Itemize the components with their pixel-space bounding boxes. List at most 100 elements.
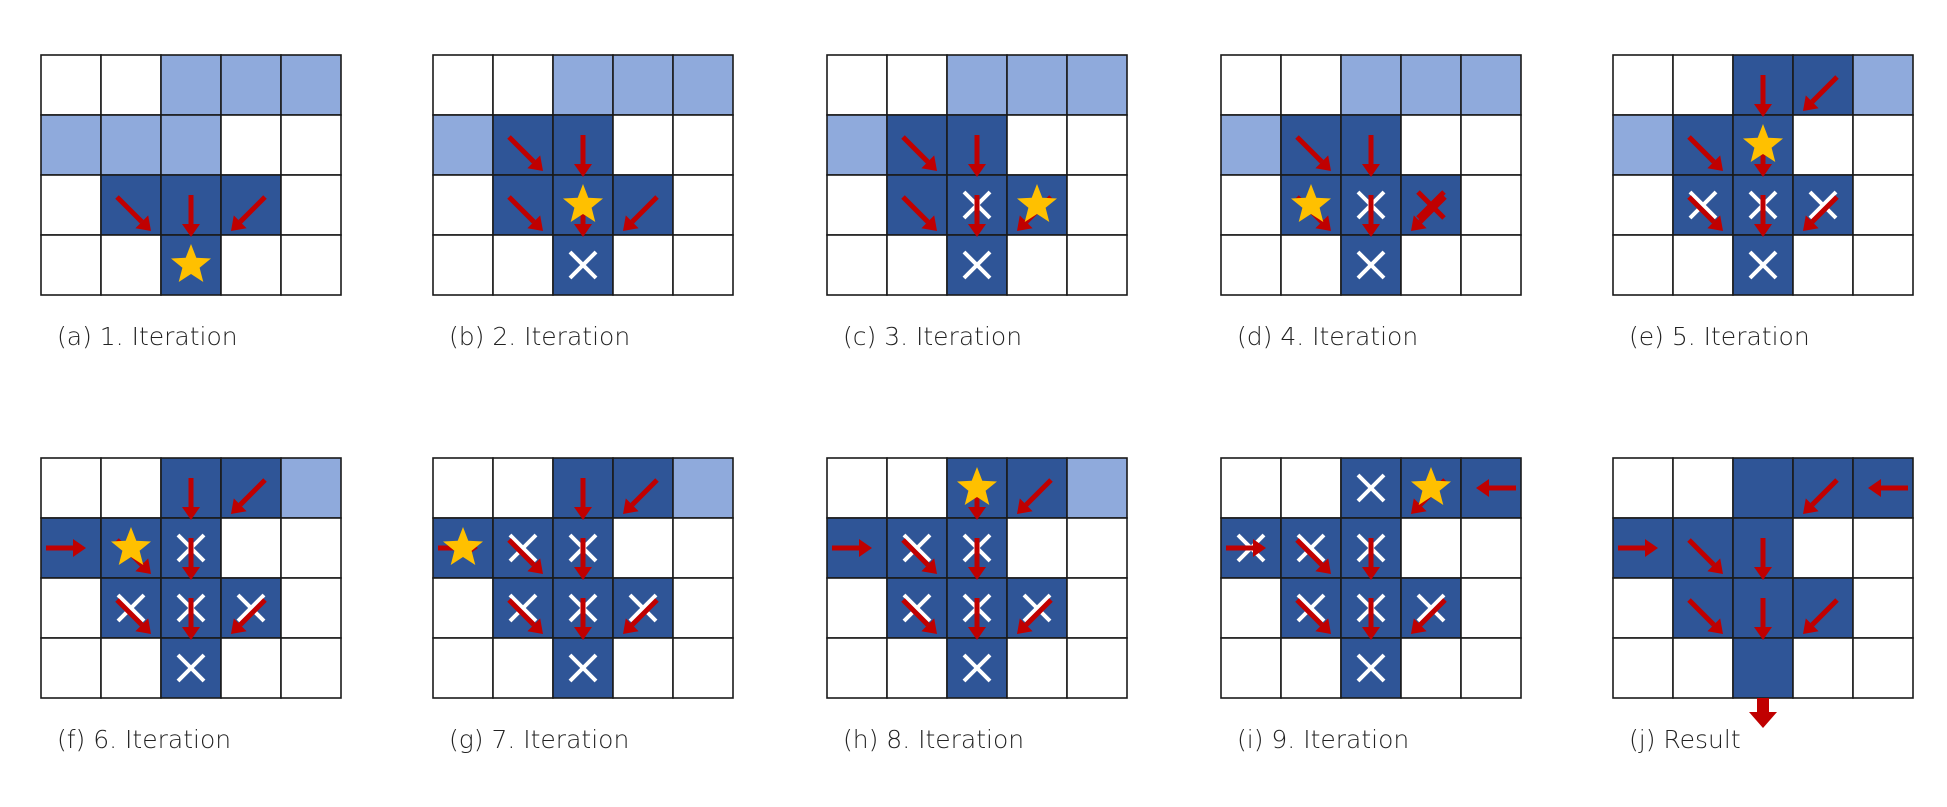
empty-cell xyxy=(1612,457,1674,519)
arrow-sw xyxy=(231,598,267,634)
empty-cell xyxy=(1066,577,1128,639)
empty-cell xyxy=(886,234,948,296)
dark-cell xyxy=(1732,637,1794,699)
dark-cell xyxy=(886,114,948,176)
empty-cell xyxy=(1006,114,1068,176)
empty-cell xyxy=(220,234,282,296)
empty-cell xyxy=(1006,637,1068,699)
arrow-s xyxy=(968,598,986,640)
empty-cell xyxy=(432,457,494,519)
star-icon xyxy=(443,527,483,565)
cross-mark xyxy=(628,593,658,623)
arrow-e xyxy=(1618,539,1658,557)
light-cell xyxy=(40,114,102,176)
arrow-se xyxy=(1687,195,1723,231)
panel-b: (b) 2. Iteration xyxy=(432,54,743,375)
arrow-e xyxy=(1226,539,1266,557)
empty-cell xyxy=(886,457,948,519)
light-cell xyxy=(220,54,282,116)
arrow-se xyxy=(901,135,937,171)
panel-caption: (d) 4. Iteration xyxy=(1237,322,1419,351)
dark-cell xyxy=(1672,114,1734,176)
panel-caption: (g) 7. Iteration xyxy=(449,725,630,754)
arrow-s xyxy=(968,538,986,580)
arrow-sw xyxy=(623,478,659,514)
light-cell xyxy=(280,54,342,116)
dark-cell xyxy=(1280,114,1342,176)
empty-cell xyxy=(40,234,102,296)
light-cell xyxy=(160,54,222,116)
empty-cell xyxy=(1460,577,1522,639)
arrow-se xyxy=(901,195,937,231)
arrow-s xyxy=(182,598,200,640)
cross-mark xyxy=(1356,473,1386,503)
cross-mark xyxy=(1748,250,1778,280)
empty-cell xyxy=(612,637,674,699)
dark-cell xyxy=(1672,517,1734,579)
empty-cell xyxy=(672,114,734,176)
empty-cell xyxy=(1612,234,1674,296)
arrow-s xyxy=(574,478,592,520)
empty-cell xyxy=(280,234,342,296)
empty-cell xyxy=(1852,114,1914,176)
cross-mark xyxy=(962,250,992,280)
empty-cell xyxy=(886,637,948,699)
empty-cell xyxy=(1852,234,1914,296)
empty-cell xyxy=(1672,234,1734,296)
arrow-se xyxy=(507,598,543,634)
panel-d: (d) 4. Iteration xyxy=(1220,54,1531,375)
empty-cell xyxy=(1852,517,1914,579)
empty-cell xyxy=(1460,517,1522,579)
empty-cell xyxy=(432,174,494,236)
cross-mark xyxy=(508,533,538,563)
panel-g: (g) 7. Iteration xyxy=(432,457,743,778)
empty-cell xyxy=(826,54,888,116)
grid-diagram xyxy=(1220,54,1522,296)
cross-mark xyxy=(1296,533,1326,563)
empty-cell xyxy=(1066,637,1128,699)
panel-i: (i) 9. Iteration xyxy=(1220,457,1531,778)
empty-cell xyxy=(1400,234,1462,296)
empty-cell xyxy=(672,517,734,579)
light-cell xyxy=(100,114,162,176)
light-cell xyxy=(946,54,1008,116)
empty-cell xyxy=(1460,174,1522,236)
empty-cell xyxy=(1066,174,1128,236)
empty-cell xyxy=(1220,174,1282,236)
empty-cell xyxy=(432,577,494,639)
dark-cell xyxy=(220,457,282,519)
empty-cell xyxy=(1220,457,1282,519)
empty-cell xyxy=(432,637,494,699)
cross-mark xyxy=(1356,653,1386,683)
empty-cell xyxy=(432,234,494,296)
light-cell xyxy=(552,54,614,116)
arrow-sw xyxy=(231,195,267,231)
empty-cell xyxy=(1280,457,1342,519)
empty-cell xyxy=(672,174,734,236)
cross-mark xyxy=(236,593,266,623)
dark-cell xyxy=(220,174,282,236)
empty-cell xyxy=(886,54,948,116)
empty-cell xyxy=(826,577,888,639)
empty-cell xyxy=(1460,234,1522,296)
arrow-se xyxy=(1295,538,1331,574)
empty-cell xyxy=(612,234,674,296)
arrow-s xyxy=(182,538,200,580)
arrow-s xyxy=(182,195,200,237)
empty-cell xyxy=(280,577,342,639)
cross-mark xyxy=(176,653,206,683)
empty-cell xyxy=(1672,457,1734,519)
dark-cell xyxy=(886,174,948,236)
empty-cell xyxy=(280,637,342,699)
red-cross-mark xyxy=(1416,190,1446,220)
cross-mark xyxy=(508,593,538,623)
light-cell xyxy=(1460,54,1522,116)
arrow-e xyxy=(46,539,86,557)
light-cell xyxy=(1066,54,1128,116)
empty-cell xyxy=(40,577,102,639)
arrow-se xyxy=(115,598,151,634)
arrow-se xyxy=(1687,538,1723,574)
panel-caption: (i) 9. Iteration xyxy=(1237,725,1410,754)
dark-cell xyxy=(612,174,674,236)
empty-cell xyxy=(100,54,162,116)
